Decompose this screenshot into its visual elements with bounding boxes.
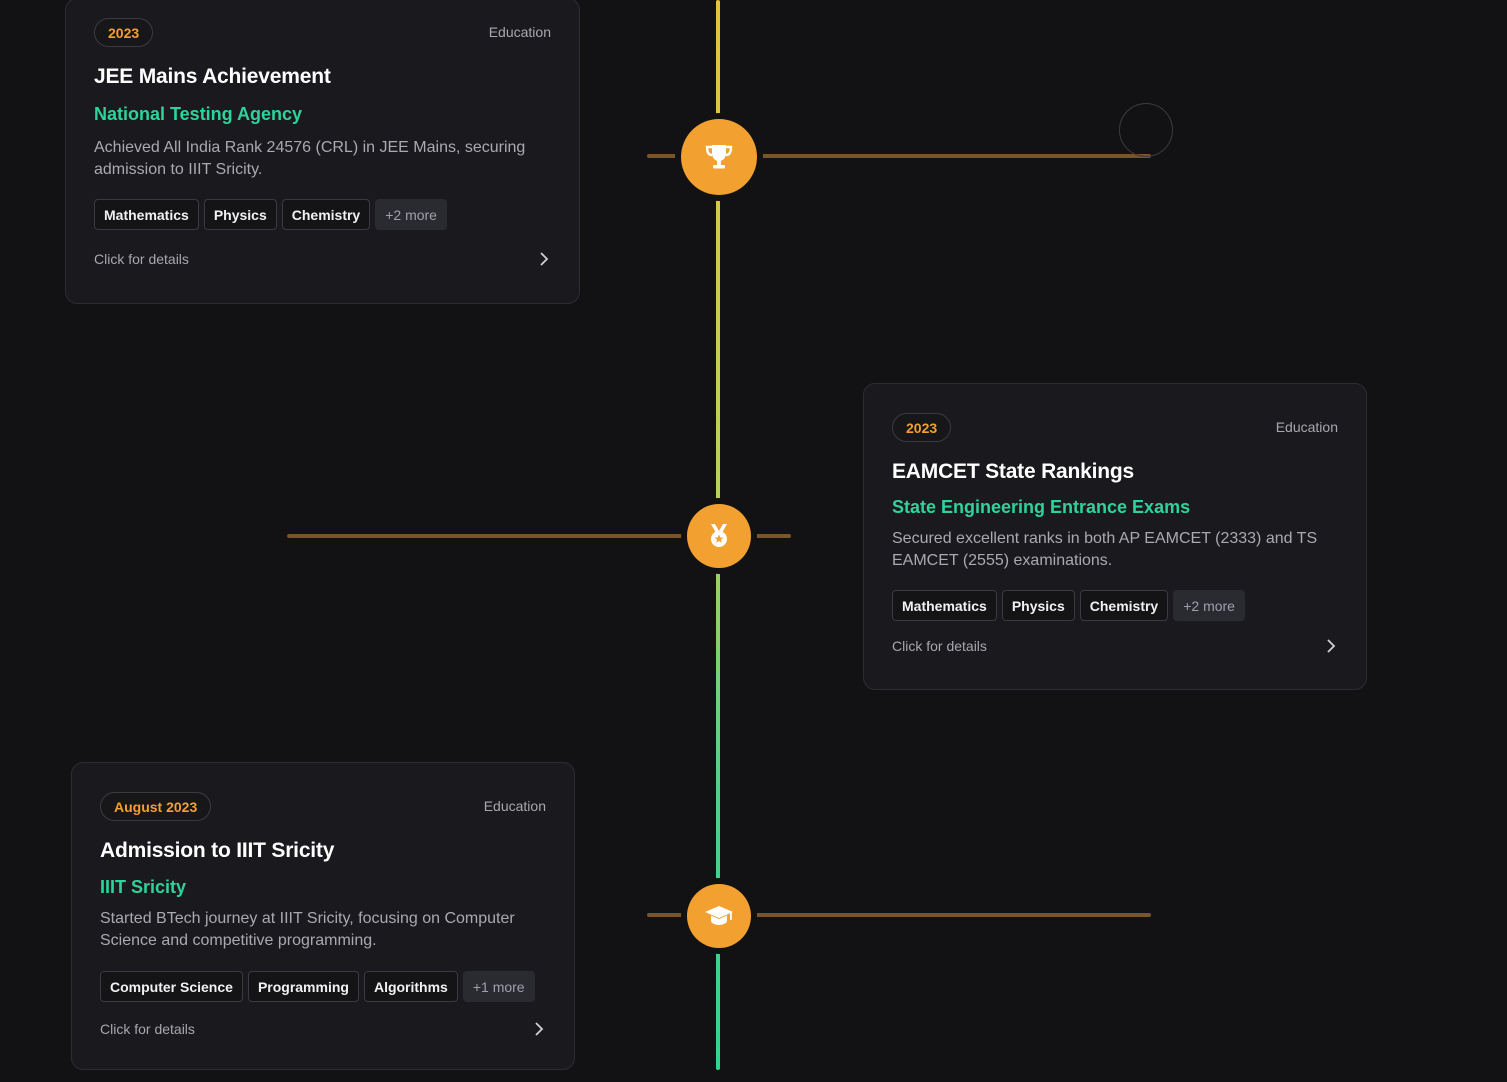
card-title: JEE Mains Achievement [94,65,331,88]
organization: National Testing Agency [94,104,303,124]
timeline-connector [750,534,791,538]
trophy-icon [704,143,734,171]
timeline-connector [287,534,687,538]
timeline-node-jee[interactable] [681,119,757,195]
card-title: Admission to IIIT Sricity [100,839,335,862]
tag: Mathematics [892,590,997,621]
card-description: Started BTech journey at IIIT Sricity, f… [100,910,515,949]
date-badge: August 2023 [100,791,212,821]
date-badge: 2023 [892,412,952,442]
timeline-card[interactable]: 2023 Education EAMCET State Rankings Sta… [863,383,1367,690]
graduation-cap-icon [704,905,734,927]
timeline-connector [750,913,1151,917]
category-label: Education [483,798,546,814]
tag: Physics [203,199,277,230]
timeline-node-eamcet[interactable] [687,504,751,568]
more-tags-badge[interactable]: +2 more [1173,590,1245,621]
date-badge: 2023 [94,17,154,47]
tag-list: Computer Science Programming Algorithms … [100,971,546,1002]
timeline-card[interactable]: 2023 Education JEE Mains Achievement Nat… [65,0,580,304]
timeline-connector [760,154,1151,158]
timeline-card[interactable]: August 2023 Education Admission to IIIT … [71,762,575,1070]
chevron-right-icon[interactable] [1324,639,1338,653]
organization: IIIT Sricity [100,877,187,897]
more-tags-badge[interactable]: +1 more [462,971,535,1002]
tag: Chemistry [281,199,371,230]
card-title: EAMCET State Rankings [892,460,1135,483]
card-description: Achieved All India Rank 24576 (CRL) in J… [94,139,526,178]
card-description: Secured excellent ranks in both AP EAMCE… [892,530,1318,569]
decorative-ring [1119,103,1173,157]
tag: Chemistry [1079,590,1169,621]
tag-list: Mathematics Physics Chemistry +2 more [94,199,551,230]
tag: Computer Science [100,971,243,1002]
tag: Physics [1001,590,1075,621]
timeline-connector [647,913,687,917]
tag: Programming [247,971,359,1002]
tag: Mathematics [94,199,199,230]
medal-icon [707,523,731,549]
more-tags-badge[interactable]: +2 more [375,199,447,230]
timeline-connector [647,154,687,158]
category-label: Education [488,24,551,40]
chevron-right-icon[interactable] [537,252,551,266]
details-hint[interactable]: Click for details [100,1021,195,1037]
chevron-right-icon[interactable] [532,1022,546,1036]
organization: State Engineering Entrance Exams [892,497,1191,517]
timeline-node-iiit[interactable] [687,884,751,948]
details-hint[interactable]: Click for details [94,251,189,267]
category-label: Education [1275,419,1338,435]
tag-list: Mathematics Physics Chemistry +2 more [892,590,1338,621]
details-hint[interactable]: Click for details [892,638,987,654]
tag: Algorithms [363,971,458,1002]
